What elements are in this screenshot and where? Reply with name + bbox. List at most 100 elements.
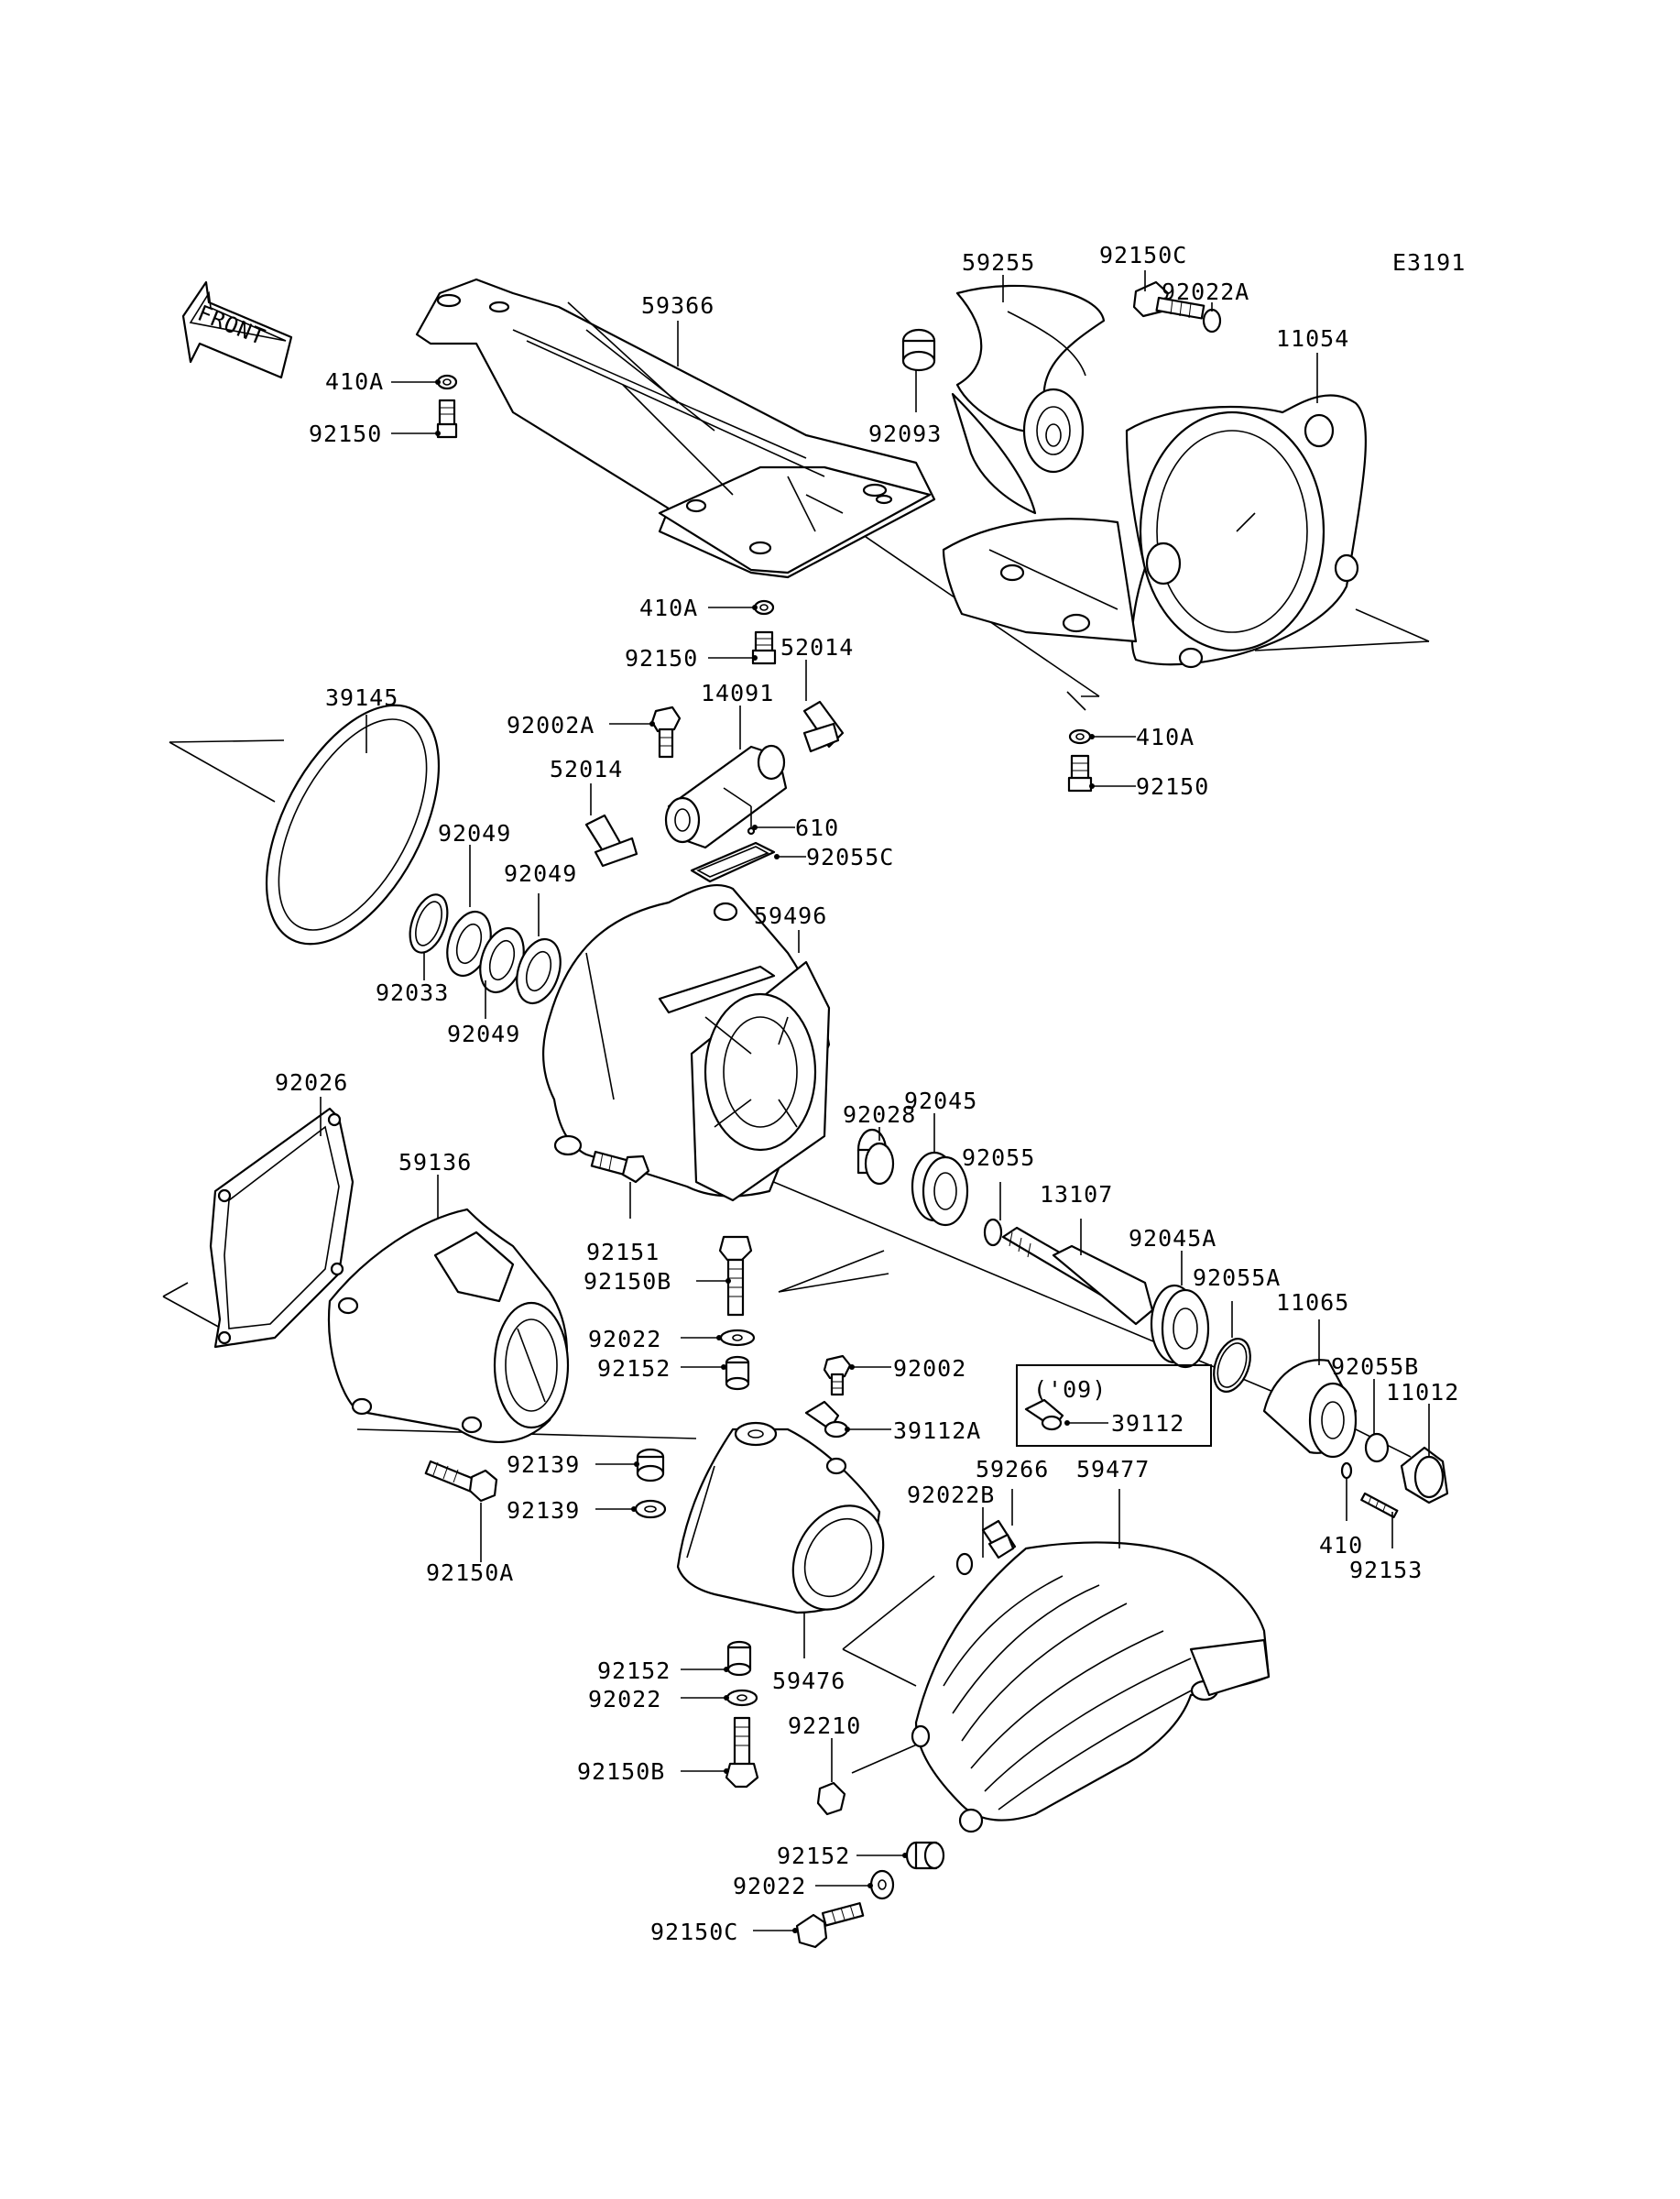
part-610-pin — [747, 806, 756, 836]
part-92210-nut — [816, 1781, 846, 1816]
label-410: 410 — [1319, 1532, 1363, 1559]
label-92045a: 92045A — [1129, 1225, 1216, 1252]
part-52014-fitting-2 — [584, 814, 638, 868]
label-92002: 92002 — [893, 1355, 966, 1382]
part-number-labels: 59366 410A 92150 59255 92150C 92022A 110… — [275, 242, 1459, 1945]
label-92033: 92033 — [376, 979, 449, 1006]
label-92150c-1: 92150C — [1099, 242, 1187, 268]
part-410-washer — [1340, 1461, 1353, 1480]
label-92045: 92045 — [904, 1088, 977, 1114]
part-410a-washer-2 — [753, 599, 775, 616]
part-92150c-bolt-lower — [795, 1902, 865, 1949]
part-92150b-bolt-2 — [725, 1716, 759, 1789]
part-92049-seal-3 — [516, 937, 562, 1005]
label-92152-1: 92152 — [597, 1355, 671, 1382]
label-92139-1: 92139 — [507, 1451, 580, 1478]
label-59476: 59476 — [772, 1668, 845, 1694]
label-39112a: 39112A — [893, 1417, 981, 1444]
part-92150b-bolt-1 — [718, 1235, 753, 1317]
part-52014-fitting-1 — [802, 700, 845, 753]
label-92049-1: 92049 — [438, 820, 511, 847]
part-92022-washer-3 — [869, 1869, 895, 1900]
part-11012-cap — [1400, 1446, 1449, 1504]
part-92055c-gasket — [690, 841, 776, 883]
part-92055a-o-ring — [1213, 1338, 1251, 1393]
part-92022-washer-1 — [719, 1329, 756, 1347]
label-92022-1: 92022 — [588, 1326, 661, 1352]
part-92093-cap — [901, 328, 936, 372]
part-92150-bolt-3 — [1067, 754, 1093, 793]
part-92002a-bolt — [650, 706, 682, 759]
label-59136: 59136 — [398, 1149, 472, 1176]
label-11012: 11012 — [1386, 1379, 1459, 1406]
part-59136-stator — [327, 1208, 570, 1444]
part-92002-bolt — [823, 1354, 852, 1396]
front-arrow-icon: FRONT — [181, 280, 293, 379]
part-59476-nozzle — [676, 1421, 885, 1614]
label-leader-dots — [435, 379, 1095, 1933]
part-92033-circlip — [409, 893, 449, 954]
part-92139-grommet-1 — [636, 1448, 665, 1482]
label-leader-lines — [320, 270, 1430, 1931]
label-52014-2: 52014 — [550, 756, 623, 782]
label-92055b: 92055B — [1331, 1353, 1419, 1380]
label-92022-3: 92022 — [733, 1873, 806, 1899]
label-92151: 92151 — [586, 1239, 660, 1265]
part-92139-grommet-2 — [634, 1499, 667, 1519]
label-92026: 92026 — [275, 1069, 348, 1096]
label-92210: 92210 — [788, 1712, 861, 1739]
part-92045a-bearing — [1150, 1284, 1210, 1369]
label-92150-2: 92150 — [625, 645, 698, 672]
label-410a-3: 410A — [1136, 724, 1195, 750]
part-92151-bolt — [590, 1150, 650, 1184]
part-13107-shaft — [1001, 1226, 1154, 1326]
label-92152-2: 92152 — [597, 1657, 671, 1684]
part-39112a-fitting — [804, 1400, 849, 1439]
label-92055c: 92055C — [806, 844, 894, 870]
label-92153: 92153 — [1349, 1557, 1423, 1583]
label-92150a: 92150A — [426, 1559, 514, 1586]
label-92002a: 92002A — [507, 712, 595, 738]
label-92049-3: 92049 — [447, 1021, 520, 1047]
part-39145-ring — [265, 704, 441, 946]
label-11054: 11054 — [1276, 325, 1349, 352]
label-59266: 59266 — [976, 1456, 1049, 1482]
part-92026-gasket — [209, 1107, 355, 1349]
label-59255: 59255 — [962, 249, 1035, 276]
part-92152-collar-2 — [726, 1640, 752, 1677]
part-92022b-washer — [955, 1552, 974, 1576]
part-92152-collar-1 — [725, 1355, 750, 1391]
part-92150c-bolt-top — [1132, 280, 1205, 320]
part-11065-cap — [1262, 1359, 1358, 1459]
part-92152-collar-3 — [905, 1841, 945, 1870]
part-92150-bolt-1 — [436, 399, 458, 439]
label-92150-3: 92150 — [1136, 773, 1209, 800]
label-59477: 59477 — [1076, 1456, 1150, 1482]
label-92049-2: 92049 — [504, 860, 577, 887]
year-note-box: ('09) — [1016, 1364, 1212, 1447]
label-92022a: 92022A — [1162, 279, 1249, 305]
label-39112: 39112 — [1111, 1410, 1184, 1437]
part-92150-bolt-2 — [751, 630, 777, 665]
part-92055b-o-ring — [1364, 1432, 1390, 1463]
part-92022-washer-2 — [725, 1689, 758, 1707]
part-92022a-washer — [1202, 308, 1222, 334]
part-59496-pump-body — [542, 884, 831, 1202]
part-410a-washer-3 — [1068, 728, 1092, 745]
part-11054-pump-case — [942, 394, 1367, 669]
part-59266-fitting — [981, 1519, 1017, 1559]
label-59366: 59366 — [641, 292, 715, 319]
year-note-label: ('09) — [1033, 1376, 1107, 1403]
part-92049-seal-2 — [479, 926, 525, 994]
part-92045-bearing — [911, 1151, 969, 1227]
label-410a-1: 410A — [325, 368, 384, 395]
diagram-code: E3191 — [1392, 249, 1466, 276]
label-59496: 59496 — [754, 903, 827, 929]
label-92150-1: 92150 — [309, 421, 382, 447]
label-11065: 11065 — [1276, 1289, 1349, 1316]
label-92022-2: 92022 — [588, 1686, 661, 1712]
label-92150b-2: 92150B — [577, 1758, 665, 1785]
label-92093: 92093 — [868, 421, 942, 447]
part-39112-fitting-2009 — [1024, 1398, 1064, 1431]
